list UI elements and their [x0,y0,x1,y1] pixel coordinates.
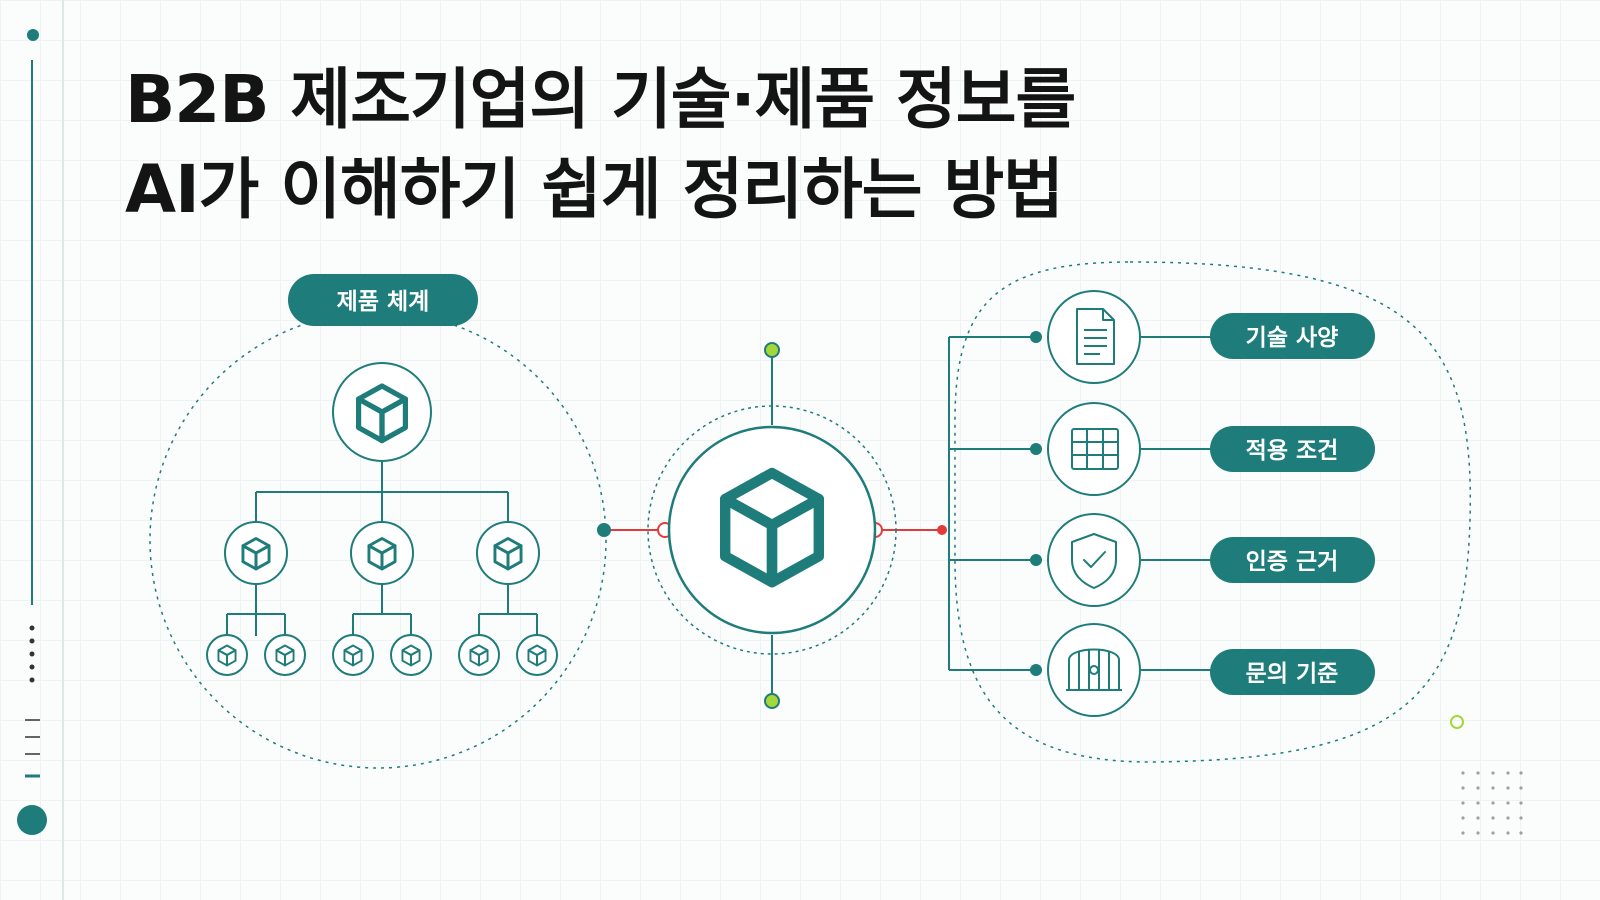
leaf-node [206,634,248,676]
title-line-1: B2B 제조기업의 기술·제품 정보를 [125,61,1076,138]
rail-dot-top [27,29,39,41]
leaf-node [264,634,306,676]
leaf-node [516,634,558,676]
left-connector [597,522,673,538]
connector-dot [597,523,611,537]
leaf-node [458,634,500,676]
decorative-dot-grid [1461,771,1523,835]
category-node-1 [224,521,288,585]
gate-icon [1066,648,1122,691]
side-rail [17,29,47,835]
root-product-node [332,362,432,462]
category-label: 적용 조건 [1246,438,1339,464]
category-label: 기술 사양 [1246,325,1339,351]
categories-dashed-boundary [954,261,1472,763]
category-technical-spec: 기술 사양 [1047,290,1375,384]
bracket-connectors [948,336,1212,671]
document-icon [1076,308,1115,365]
rail-dots [29,625,35,683]
shield-check-icon [1071,533,1117,589]
leaf-node [332,634,374,676]
hub-node-bottom [764,693,780,709]
rail-dot-bottom [17,805,47,835]
rail-dashes [25,719,40,755]
category-label: 인증 근거 [1246,549,1339,575]
connector-dot [937,525,947,535]
category-label: 문의 기준 [1246,661,1339,687]
bracket-dots [1030,331,1042,676]
category-inquiry-criteria: 문의 기준 [1047,623,1375,717]
category-node-2 [350,521,414,585]
decorative-ring [1450,715,1464,729]
right-connector [867,522,947,538]
information-categories-group: 기술 사양 적용 조건 인증 근거 [948,261,1472,763]
product-hierarchy-label: 제품 체계 [337,289,430,315]
left-rail-line [62,0,64,900]
category-node-3 [476,521,540,585]
central-hub [647,342,897,709]
category-application-conditions: 적용 조건 [1047,402,1375,496]
leaf-node [390,634,432,676]
tree-connectors [226,462,538,636]
pill-background [288,274,478,326]
product-hierarchy-group: 제품 체계 [149,274,607,769]
product-hierarchy-pill: 제품 체계 [288,274,478,326]
page-title: B2B 제조기업의 기술·제품 정보를 AI가 이해하기 쉽게 정리하는 방법 [125,55,1076,235]
hub-dashed-ring [647,405,897,655]
table-grid-icon [1071,428,1119,470]
category-certification-evidence: 인증 근거 [1047,513,1375,607]
hub-node-top [764,342,780,358]
title-line-2: AI가 이해하기 쉽게 정리하는 방법 [125,151,1064,228]
